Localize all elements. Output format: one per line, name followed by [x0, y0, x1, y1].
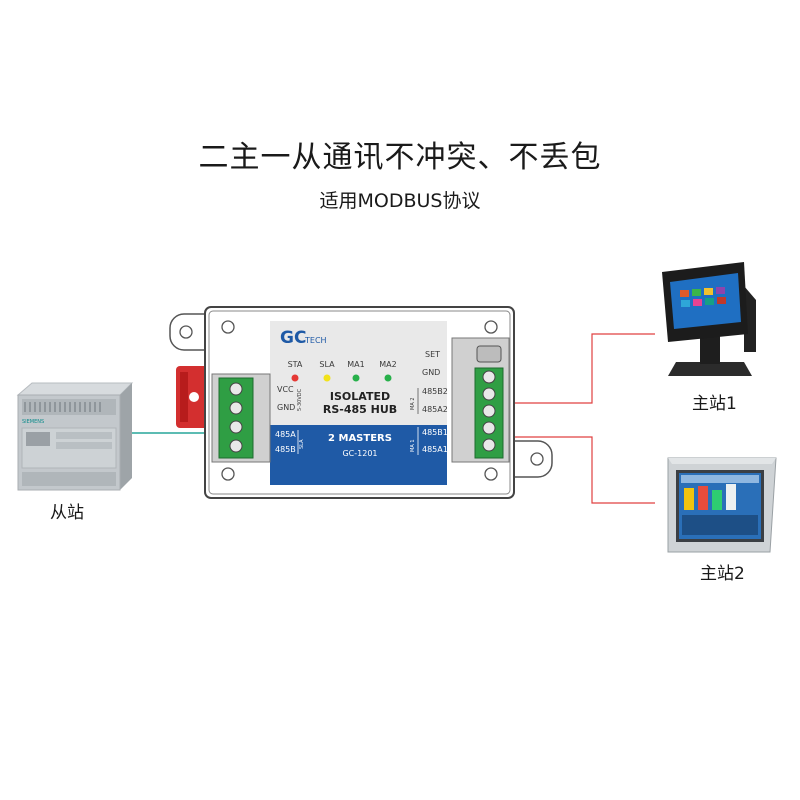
- hub-logo: GC: [280, 328, 306, 348]
- led-sta-indicator: [291, 374, 299, 382]
- slave-plc-device: SIEMENS: [16, 382, 134, 491]
- a2-label: 485A2: [422, 405, 448, 414]
- hub-logo-sub: TECH: [304, 336, 327, 345]
- hub-name-line2: RS-485 HUB: [323, 403, 397, 416]
- master1-wire: [505, 333, 655, 404]
- master2-hmi-device: [667, 457, 777, 553]
- model-label: GC-1201: [342, 449, 377, 458]
- slave-label: 从站: [50, 503, 84, 523]
- led-ma1-indicator: [352, 374, 360, 382]
- diagram-title: 二主一从通讯不冲突、不丢包: [198, 140, 602, 175]
- right-terminal-block: [451, 337, 510, 463]
- master2-label: 主站2: [700, 564, 745, 584]
- a-left-label: 485A: [275, 430, 296, 439]
- port-sla-label: SLA: [299, 439, 305, 449]
- power-tag: 5-30VDC: [297, 388, 303, 411]
- a1-label: 485A1: [422, 445, 448, 454]
- led-label-sla: SLA: [319, 360, 335, 369]
- diagram-subtitle: 适用MODBUS协议: [319, 190, 481, 212]
- b1-label: 485B1: [422, 428, 448, 437]
- left-terminal-block: [211, 373, 271, 463]
- led-label-sta: STA: [288, 360, 303, 369]
- gnd-left-label: GND: [277, 403, 295, 412]
- set-label: SET: [425, 350, 440, 359]
- led-sla-indicator: [323, 374, 331, 382]
- hub-enclosure: [169, 306, 553, 499]
- led-label-ma2: MA2: [379, 360, 396, 369]
- master2-wire: [505, 436, 655, 504]
- master1-label: 主站1: [692, 394, 737, 414]
- svg-text:SIEMENS: SIEMENS: [22, 419, 44, 425]
- led-ma2-indicator: [384, 374, 392, 382]
- b-left-label: 485B: [275, 445, 296, 454]
- led-row: STA SLA MA1 MA2: [288, 360, 397, 382]
- set-button[interactable]: [476, 345, 502, 363]
- led-label-ma1: MA1: [347, 360, 364, 369]
- masters-label: 2 MASTERS: [328, 433, 392, 444]
- hub-name-line1: ISOLATED: [330, 390, 390, 403]
- b2-label: 485B2: [422, 387, 448, 396]
- gnd-right-label: GND: [422, 368, 440, 377]
- port-ma2-label: MA 2: [410, 397, 416, 410]
- master1-terminal-device: [662, 262, 756, 376]
- vcc-label: VCC: [277, 385, 294, 394]
- port-ma1-label: MA 1: [410, 439, 416, 452]
